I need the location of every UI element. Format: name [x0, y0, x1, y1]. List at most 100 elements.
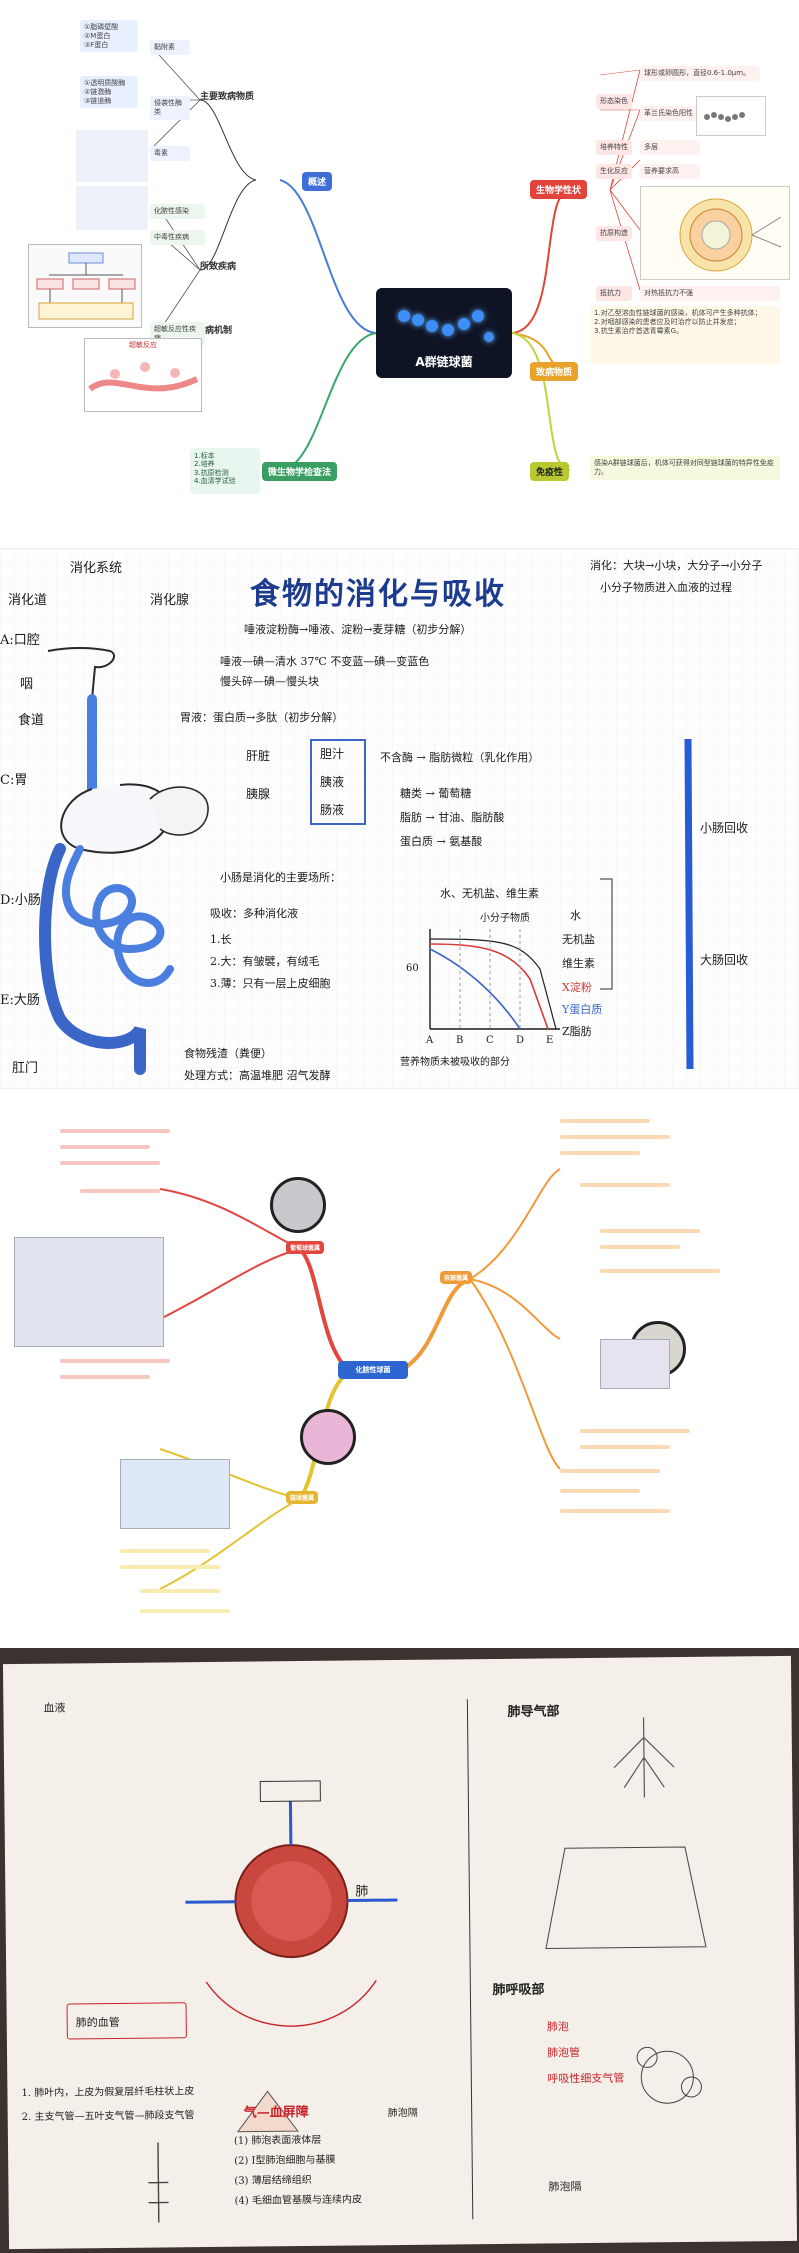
note: 小分子物质进入血液的过程 — [600, 581, 732, 594]
node-immunity: 免疫性 — [530, 462, 570, 481]
leaf-bar — [600, 1229, 700, 1233]
leaf-bar — [580, 1183, 670, 1187]
note: 不含酶 → 脂肪微粒（乳化作用） — [380, 751, 540, 764]
tag-box: 侵袭性酶类 — [150, 96, 190, 120]
micro-slide — [300, 1409, 356, 1465]
paragraph: 3.抗生素治疗首选青霉素G。 — [594, 326, 684, 335]
leaf-bar — [560, 1469, 660, 1473]
item-text: ③F蛋白 — [84, 40, 109, 49]
flow-diagram — [36, 252, 136, 320]
poster-text: 气—血屏障 — [243, 2104, 309, 2121]
bacteria-cell — [458, 318, 470, 330]
info-card — [14, 1237, 164, 1347]
poster-drawing — [148, 1699, 707, 2223]
mindmap-streptococcus: A群链球菌 概述 生物学性状 致病物质 免疫性 微生物学检查法 主要致病物质 所… — [0, 0, 799, 548]
leaf-bar — [80, 1189, 160, 1193]
poster-text: 肺泡隔 — [548, 2180, 582, 2194]
bio-value: 革兰氏染色阳性 — [640, 106, 700, 121]
center-node: 化脓性球菌 — [338, 1361, 408, 1379]
check-item: 4.血清学试验 — [194, 477, 236, 486]
absorb-item: Z脂肪 — [562, 1025, 592, 1038]
graph-tick: A — [426, 1035, 434, 1046]
chain-drawing — [696, 96, 766, 136]
mindmap-pyogenic-cocci: 化脓性球菌 葡萄球菌属 链球菌属 奈瑟菌属 — [0, 1088, 799, 1648]
center-card: A群链球菌 — [376, 288, 512, 378]
note: 1.长 — [210, 933, 232, 946]
disease-tag: 化脓性感染 — [150, 204, 205, 219]
vessel-box: 肺的血管 — [66, 2002, 187, 2040]
check-item: 3.抗原检测 — [194, 468, 229, 477]
pathogen-text: 1.对乙型溶血性链球菌的感染，机体可产生多种抗体； 2.对咽部感染的患者应及时治… — [590, 306, 780, 364]
antigen-structure — [679, 198, 782, 272]
label: 消化腺 — [150, 593, 190, 608]
note: 脂肪 → 甘油、脂肪酸 — [400, 811, 505, 824]
poster-text: 1. 肺叶内，上皮为假复层纤毛柱状上皮 — [21, 2086, 195, 2099]
bacteria-cell — [412, 314, 424, 326]
bio-label: 培养特性 — [596, 140, 632, 155]
item-box: ①脂磷壁酸 ②M蛋白 ③F蛋白 — [80, 20, 138, 53]
item-text: ③链道酶 — [84, 96, 112, 105]
leaf-bar — [560, 1119, 650, 1123]
antigen-diagram — [640, 186, 790, 280]
leaf-bar — [60, 1129, 170, 1133]
sub-label: 主要致病物质 — [200, 92, 255, 102]
item-text: ①脂磷壁酸 — [84, 23, 119, 31]
label: A:口腔 — [0, 633, 40, 648]
node-lab-test: 微生物学检查法 — [262, 462, 338, 481]
tissue-drawing — [88, 362, 199, 392]
bio-label: 抗原构造 — [596, 226, 632, 241]
note: 小分子物质 — [480, 913, 530, 924]
leaf-bar — [120, 1549, 210, 1553]
absorb-item: 无机盐 — [562, 933, 595, 946]
leaf-bar — [600, 1269, 720, 1273]
item-text: ①透明质酸酶 — [84, 79, 126, 87]
label: 咽 — [20, 677, 34, 692]
juice-label: 胆汁 — [320, 747, 345, 761]
branch-node: 葡萄球菌属 — [286, 1241, 325, 1254]
absorb-place: 小肠回收 — [700, 821, 749, 835]
text-block — [76, 186, 148, 230]
gridpaper — [0, 549, 799, 1088]
paper-sheet: 血液 肺 肺导气部 肺呼吸部 肺的血管 1. 肺叶内，上皮为假复层纤毛柱状上皮 … — [2, 1655, 798, 2250]
node-pathogen-material: 致病物质 — [530, 362, 579, 381]
absorb-item: 水 — [570, 909, 581, 922]
diagram-title: 超敏反应 — [129, 341, 157, 349]
note: 蛋白质 → 氨基酸 — [400, 835, 483, 848]
leaf-bar — [600, 1245, 680, 1249]
bacteria-cell — [398, 310, 410, 322]
bio-value: 球形或卵圆形，直径0.6-1.0μm。 — [640, 66, 760, 81]
poster-text: 肺 — [355, 1884, 369, 1900]
check-list: 1.标本 2.培养 3.抗原检测 4.血清学试验 — [190, 448, 260, 494]
center-label: A群链球菌 — [415, 355, 473, 369]
note: 小肠是消化的主要场所： — [220, 871, 341, 884]
label: C:胃 — [0, 773, 28, 788]
note: 慢头碎—碘—慢头块 — [220, 675, 319, 688]
leaf-bar — [560, 1151, 640, 1155]
bio-value: 对热抵抗力不强 — [640, 286, 780, 301]
graph-tick: B — [456, 1035, 464, 1046]
note: 食物残渣（粪便） — [184, 1047, 272, 1060]
respiratory-poster: 血液 肺 肺导气部 肺呼吸部 肺的血管 1. 肺叶内，上皮为假复层纤毛柱状上皮 … — [0, 1648, 799, 2253]
label: D:小肠 — [0, 893, 41, 908]
node-overview: 概述 — [302, 172, 333, 191]
sub-label: 致病机制 — [196, 326, 233, 336]
leaf-bar — [580, 1445, 670, 1449]
check-item: 1.标本 — [194, 452, 215, 460]
label: 食道 — [18, 713, 45, 728]
leaf-bar — [60, 1161, 160, 1165]
paragraph: 2.对咽部感染的患者应及时治疗以防止并发症； — [594, 317, 741, 326]
poster-text: (1) 肺泡表面液体层 — [233, 2134, 322, 2147]
leaf-bar — [560, 1509, 670, 1513]
graph-tick: D — [516, 1035, 525, 1046]
label: E:大肠 — [0, 993, 40, 1008]
absorb-place: 大肠回收 — [700, 953, 749, 967]
bacteria-cell — [472, 310, 484, 322]
graph-tick: E — [546, 1035, 554, 1046]
bacteria-cell — [484, 332, 494, 342]
tag-box: 毒素 — [150, 146, 190, 161]
bio-value: 多层 — [640, 140, 700, 155]
label: 肝脏 — [246, 749, 271, 763]
leaf-bar — [140, 1589, 220, 1593]
leaf-bar — [560, 1135, 670, 1139]
juice-label: 肠液 — [320, 803, 345, 817]
